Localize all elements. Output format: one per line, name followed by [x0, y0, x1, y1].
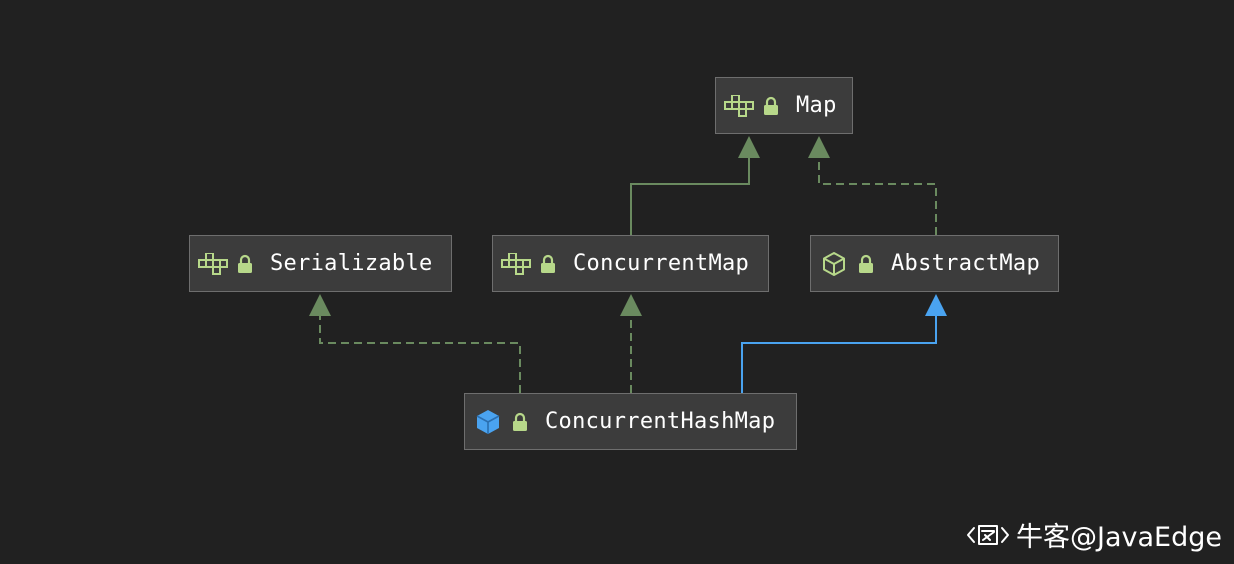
node-label: AbstractMap: [891, 251, 1040, 276]
interface-icon: [198, 249, 228, 279]
arrowhead-abstractmap: [925, 294, 947, 316]
node-label: ConcurrentHashMap: [545, 409, 776, 434]
lock-icon: [234, 253, 256, 275]
arrowhead-serializable: [309, 294, 331, 316]
lock-icon: [509, 411, 531, 433]
lock-icon: [760, 95, 782, 117]
edge-concurrentmap-to-map: [630, 158, 750, 235]
node-map[interactable]: Map: [715, 77, 853, 134]
arrowhead-map-right: [808, 136, 830, 158]
watermark-text: 牛客@JavaEdge: [1016, 522, 1222, 553]
arrowhead-concurrentmap: [620, 294, 642, 316]
lock-icon: [855, 253, 877, 275]
node-serializable[interactable]: Serializable: [189, 235, 452, 292]
arrowhead-map-left: [738, 136, 760, 158]
nowcoder-logo-icon: [967, 524, 1010, 545]
interface-icon: [501, 249, 531, 279]
node-label: Serializable: [270, 251, 433, 276]
edge-chm-to-serializable: [319, 316, 521, 393]
edge-chm-to-abstractmap: [741, 316, 937, 393]
edge-abstractmap-to-map: [818, 158, 937, 235]
node-abstractmap[interactable]: AbstractMap: [810, 235, 1059, 292]
node-concurrentmap[interactable]: ConcurrentMap: [492, 235, 769, 292]
watermark: 牛客@JavaEdge: [966, 515, 1222, 554]
abstract-class-icon: [819, 249, 849, 279]
node-label: ConcurrentMap: [573, 251, 750, 276]
lock-icon: [537, 253, 559, 275]
class-icon: [473, 407, 503, 437]
node-label: Map: [796, 93, 837, 118]
node-concurrenthashmap[interactable]: ConcurrentHashMap: [464, 393, 797, 450]
interface-icon: [724, 91, 754, 121]
